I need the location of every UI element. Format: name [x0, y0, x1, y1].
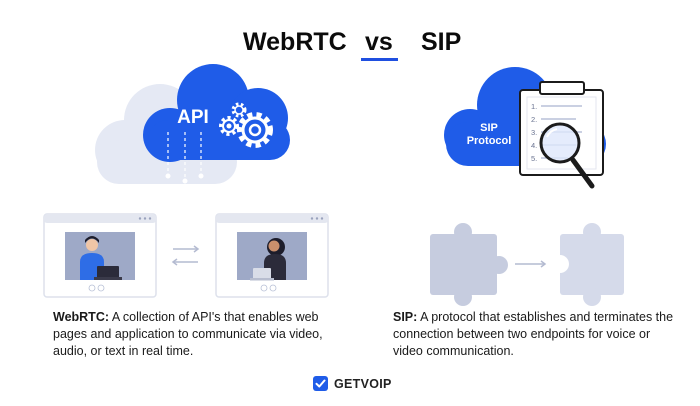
- api-cloud-illustration: API: [95, 64, 290, 184]
- sip-term: SIP:: [393, 310, 418, 324]
- sip-cloud-illustration: 1. 2. 3. 4. 5. SIP Protocol: [444, 67, 606, 189]
- webrtc-description: WebRTC: A collection of API's that enabl…: [53, 309, 333, 360]
- brand-name: GETVOIP: [334, 376, 392, 391]
- bidirectional-arrow-icon: [171, 245, 200, 266]
- checklist-number: 5.: [531, 154, 537, 163]
- title-sip: SIP: [421, 28, 462, 56]
- puzzle-piece-right-icon: [551, 223, 624, 306]
- connect-arrow-icon: [515, 260, 547, 268]
- checklist-number: 1.: [531, 102, 537, 111]
- vs-underline: [361, 58, 398, 61]
- gear-icon: [219, 102, 273, 148]
- api-cloud-label: API: [177, 107, 209, 128]
- webrtc-term: WebRTC:: [53, 310, 110, 324]
- api-cloud: [143, 64, 290, 162]
- title-webrtc: WebRTC: [243, 28, 347, 56]
- sip-cloud-label-line1: SIP: [480, 122, 498, 134]
- sip-description: SIP: A protocol that establishes and ter…: [393, 309, 683, 360]
- sip-cloud-label-line2: Protocol: [467, 135, 512, 147]
- check-icon: [313, 376, 328, 391]
- magnifier-icon: [539, 122, 595, 189]
- checklist-number: 3.: [531, 128, 537, 137]
- puzzle-piece-left-icon: [430, 223, 508, 306]
- page-title: WebRTC vs SIP: [0, 28, 700, 58]
- checklist-number: 4.: [531, 141, 537, 150]
- video-window-left: [43, 213, 157, 298]
- title-vs: vs: [365, 28, 393, 56]
- webrtc-definition: A collection of API's that enables web p…: [53, 310, 323, 358]
- brand-logo: GETVOIP: [313, 376, 392, 391]
- checklist-number: 2.: [531, 115, 537, 124]
- video-window-right: [215, 213, 329, 298]
- sip-definition: A protocol that establishes and terminat…: [393, 310, 674, 358]
